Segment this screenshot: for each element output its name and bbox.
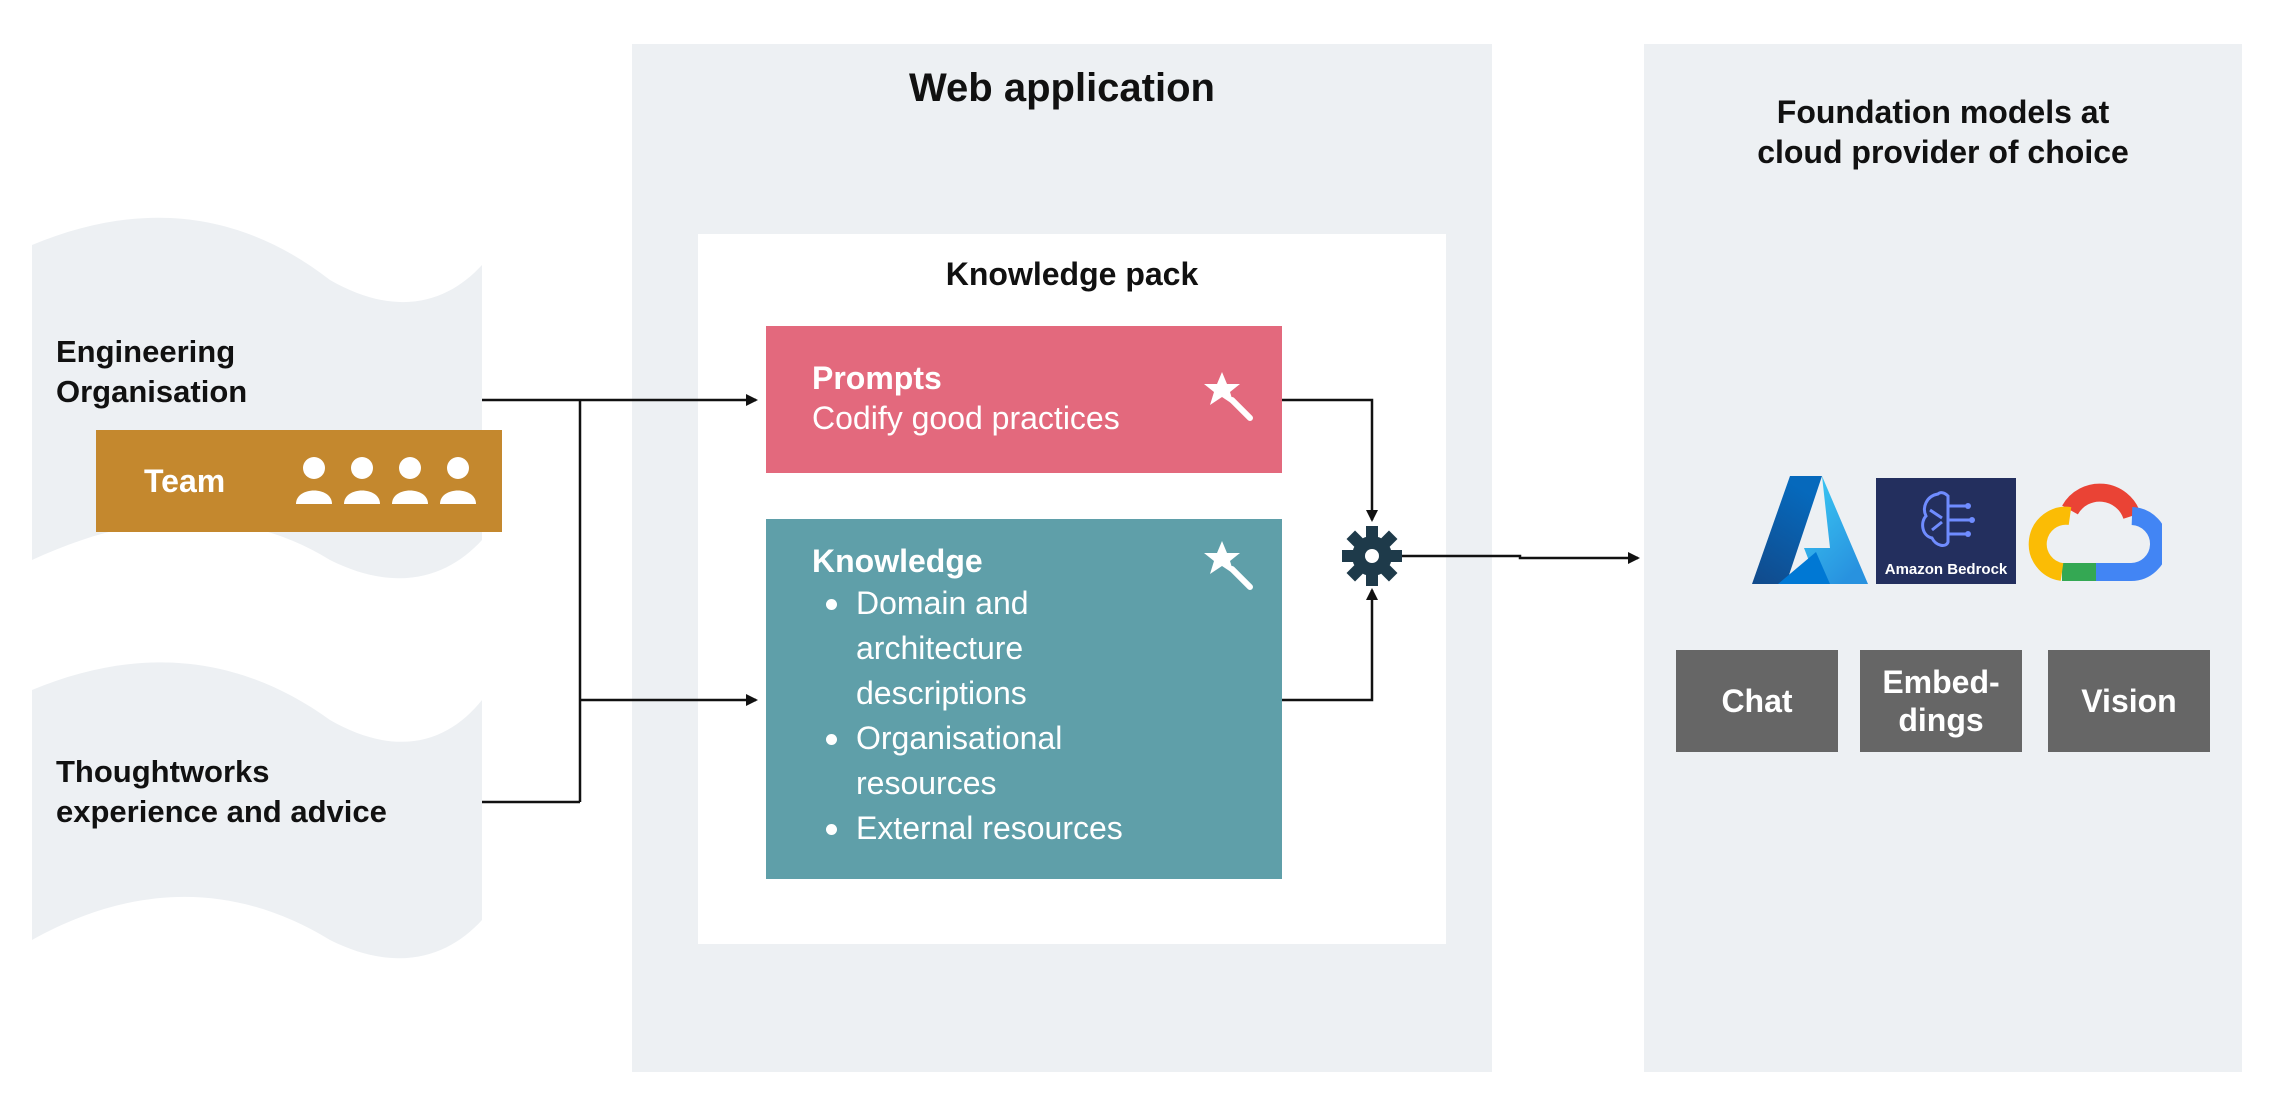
- amazon-bedrock-logo: Amazon Bedrock: [1876, 478, 2016, 584]
- embeddings-label-line1: Embed-: [1882, 664, 2000, 700]
- vision-model-button: Vision: [2048, 650, 2210, 752]
- thoughtworks-label-line2: experience and advice: [56, 794, 387, 829]
- prompts-card: Prompts Codify good practices: [766, 326, 1282, 473]
- team-members: [286, 456, 478, 506]
- prompts-subtitle: Codify good practices: [812, 400, 1120, 436]
- embeddings-label-line2: dings: [1898, 702, 1984, 738]
- engineering-label-line2: Organisation: [56, 374, 248, 409]
- person-icon: [440, 457, 476, 504]
- knowledge-pack-title: Knowledge pack: [945, 256, 1199, 292]
- knowledge-item-line: resources: [856, 765, 997, 801]
- foundation-models-panel: Foundation models at cloud provider of c…: [1644, 44, 2242, 1072]
- knowledge-item-line: architecture: [856, 630, 1024, 666]
- person-icon: [392, 457, 428, 504]
- knowledge-item-line: Organisational: [856, 720, 1063, 756]
- foundation-title-line2: cloud provider of choice: [1757, 134, 2129, 170]
- azure-logo: [1752, 476, 1868, 584]
- thoughtworks-label-line1: Thoughtworks: [56, 754, 270, 789]
- knowledge-item-line: Domain and: [856, 585, 1029, 621]
- knowledge-item: Organisational resources: [812, 716, 1212, 806]
- knowledge-item-line: External resources: [856, 810, 1123, 846]
- amazon-bedrock-label: Amazon Bedrock: [1884, 561, 2008, 578]
- magic-wand-icon: [1204, 541, 1253, 590]
- knowledge-item: External resources: [812, 806, 1212, 851]
- knowledge-title: Knowledge: [812, 543, 983, 579]
- foundation-models-title: Foundation models at cloud provider of c…: [1644, 92, 2242, 172]
- web-application-title: Web application: [909, 66, 1215, 110]
- embeddings-model-button: Embed- dings: [1860, 650, 2022, 752]
- person-icon: [296, 457, 332, 504]
- foundation-title-line1: Foundation models at: [1776, 94, 2110, 130]
- prompts-title: Prompts: [812, 360, 942, 396]
- team-bar: Team: [96, 430, 502, 532]
- bedrock-circuit-icon: [1921, 491, 1975, 547]
- thoughtworks-label: Thoughtworks experience and advice: [56, 752, 387, 832]
- engineering-organisation-label: Engineering Organisation: [56, 332, 247, 412]
- magic-wand-icon: [1204, 372, 1253, 421]
- chat-label: Chat: [1721, 683, 1793, 719]
- google-cloud-logo: [2028, 483, 2162, 581]
- engineering-label-line1: Engineering: [56, 334, 236, 369]
- knowledge-list: Domain and architecture descriptions Org…: [812, 581, 1212, 851]
- chat-model-button: Chat: [1676, 650, 1838, 752]
- vision-label: Vision: [2081, 683, 2177, 719]
- knowledge-item: Domain and architecture descriptions: [812, 581, 1212, 716]
- team-label: Team: [144, 462, 226, 499]
- person-icon: [344, 457, 380, 504]
- thoughtworks-source-shape: [32, 662, 482, 959]
- knowledge-card: Knowledge Domain and architecture descri…: [766, 519, 1282, 879]
- knowledge-item-line: descriptions: [856, 675, 1027, 711]
